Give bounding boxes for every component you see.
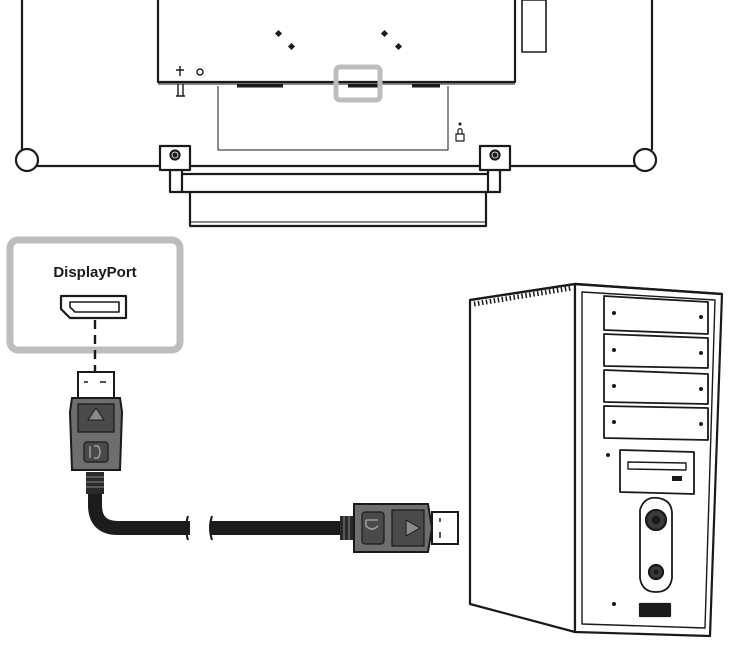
monitor-back-icon [14, 0, 658, 228]
displayport-label: DisplayPort [53, 264, 137, 281]
monitor-port-highlight [333, 64, 383, 103]
desktop-tower-computer-icon [468, 282, 724, 638]
displayport-plug-icon [68, 371, 124, 471]
displayport-plug-icon [340, 503, 459, 553]
displayport-socket-icon [59, 294, 128, 320]
displayport-cable [86, 472, 340, 541]
